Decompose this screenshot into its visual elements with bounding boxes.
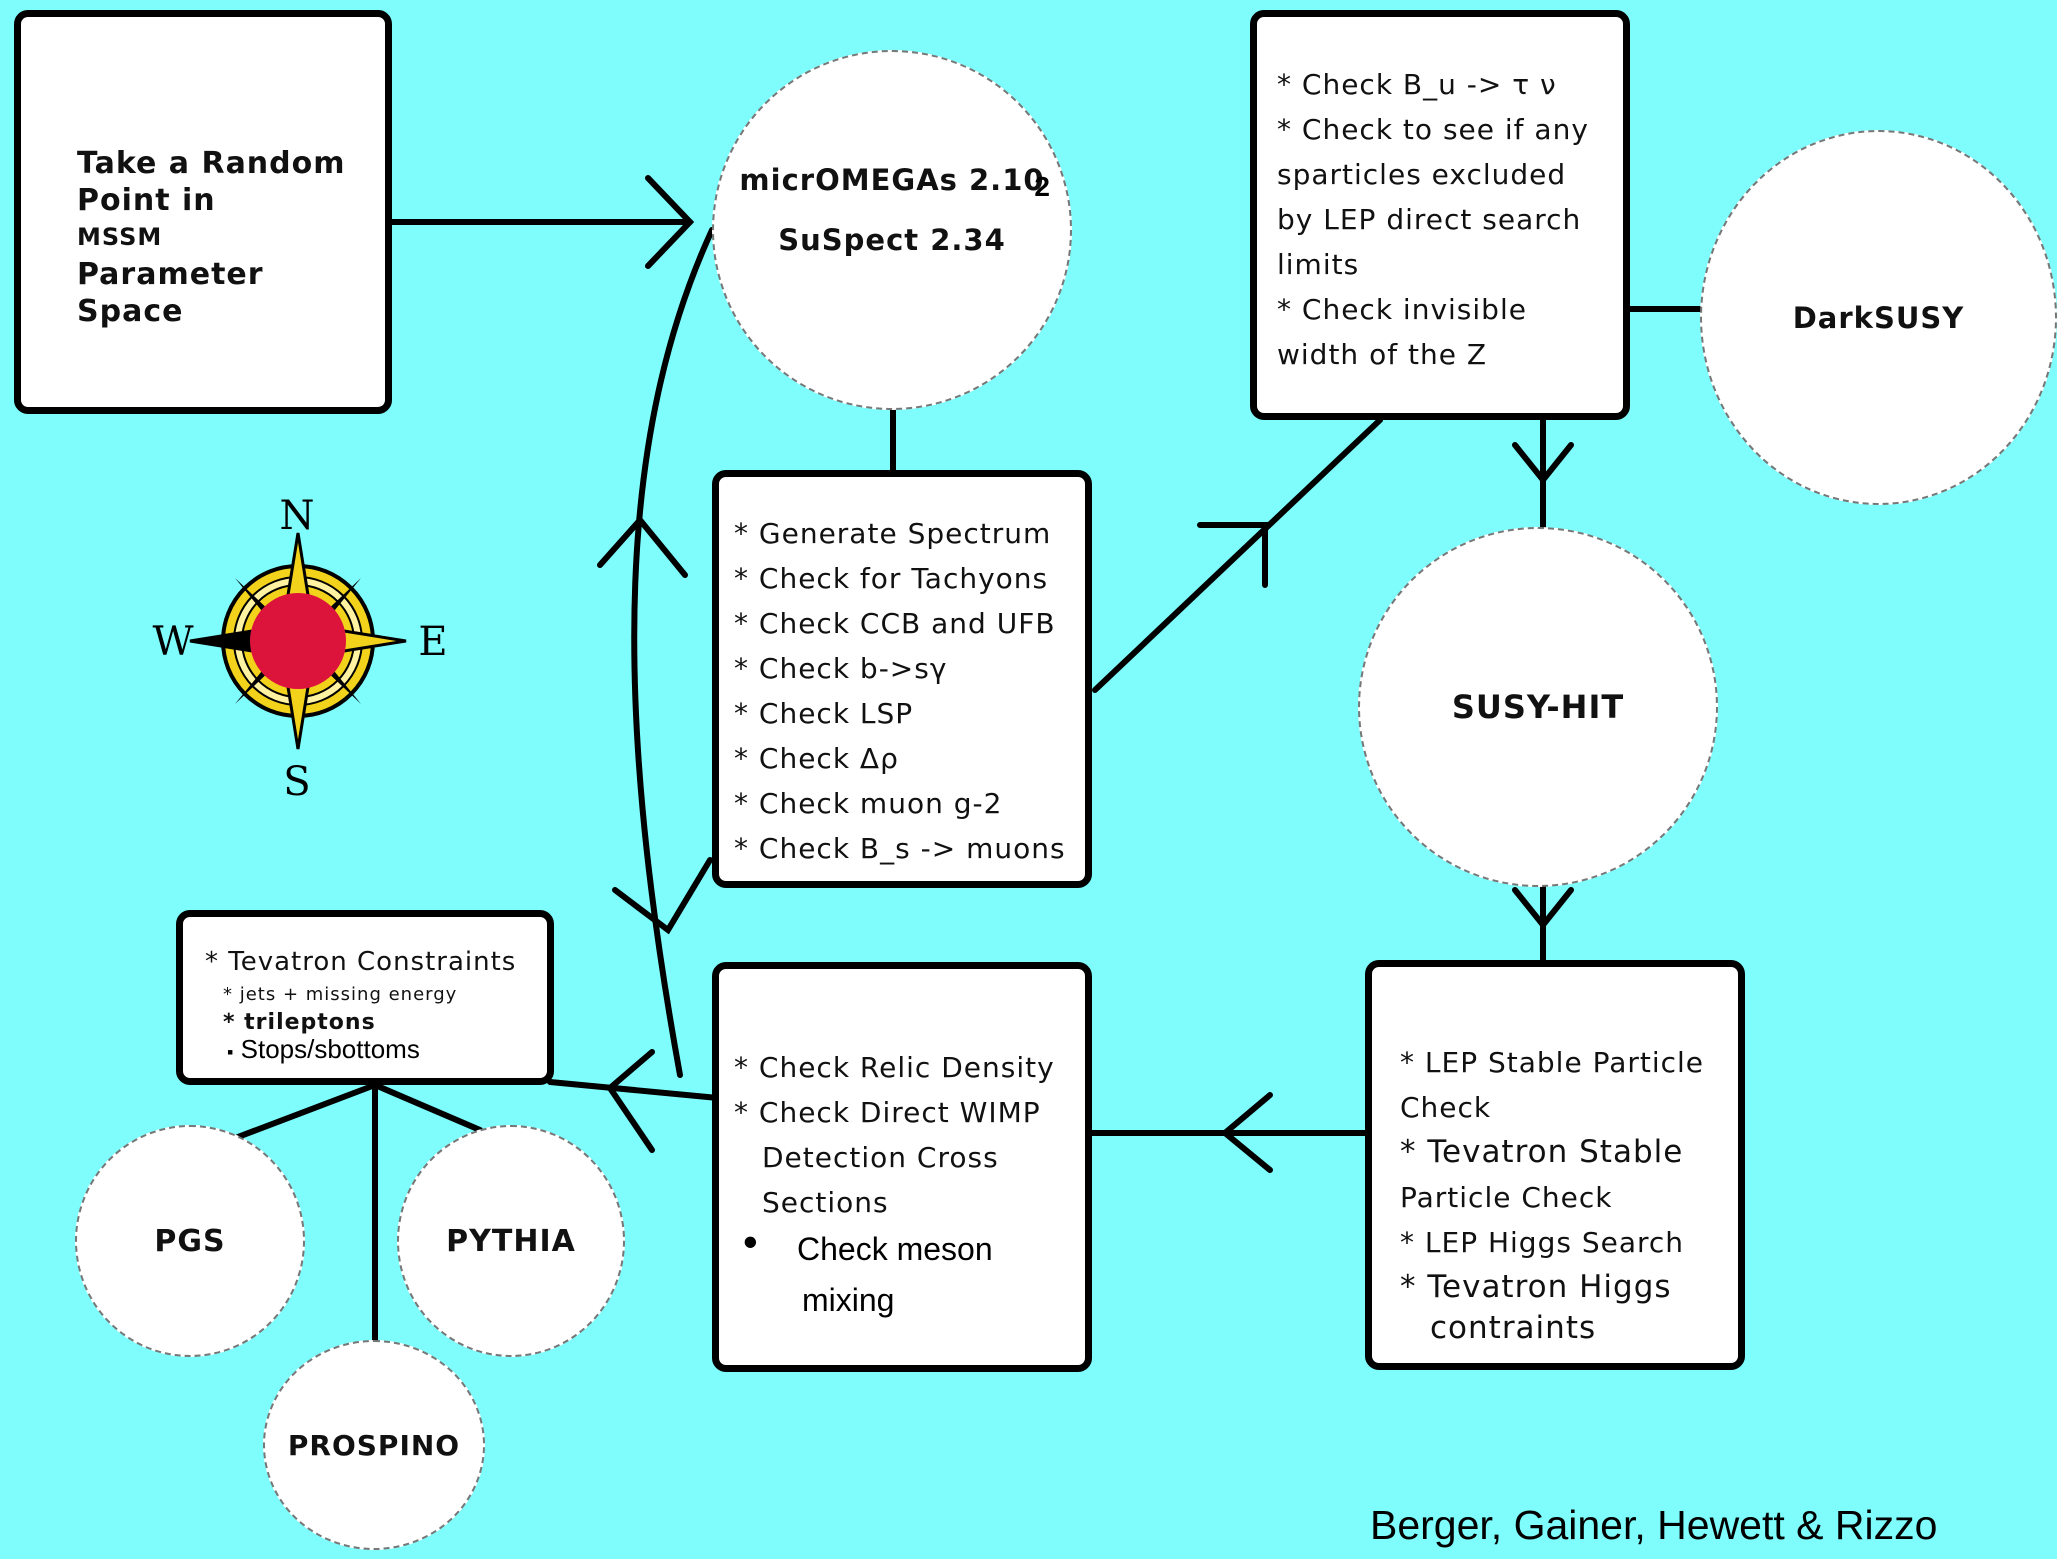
spectrum-check-item: * Generate Spectrum [734, 517, 1052, 550]
suspect-label: SuSpect 2.34 [778, 223, 1006, 257]
compass-west-label: W [152, 619, 193, 665]
loop-curve [631, 227, 715, 1078]
darksusy-label: DarkSUSY [1792, 300, 1965, 335]
relic-check-item: Sections [762, 1186, 889, 1219]
tevatron-item: * trileptons [223, 1010, 376, 1035]
start-box-line: Parameter [77, 257, 264, 292]
micromegas-node: micrOMEGAs 2.10 2 SuSpect 2.34 [712, 50, 1072, 410]
collider-check-item: Check [1400, 1091, 1492, 1124]
direct-search-item: limits [1277, 248, 1360, 281]
pythia-node: PYTHIA [397, 1125, 625, 1357]
spectrum-check-item: * Check LSP [734, 697, 914, 730]
square-bullet-icon: ▪ [227, 1042, 234, 1062]
spectrum-check-item: * Check CCB and UFB [734, 607, 1056, 640]
start-box-line: MSSM [77, 223, 163, 251]
spectrum-check-item: * Check muon g-2 [734, 787, 1003, 820]
collider-check-item: * Tevatron Stable [1400, 1134, 1684, 1170]
bullet-icon: • [743, 1218, 758, 1265]
darksusy-node: DarkSUSY [1700, 130, 2057, 505]
compass-icon [189, 532, 407, 750]
collider-check-item: * LEP Stable Particle [1400, 1046, 1705, 1079]
direct-search-item: sparticles excluded [1277, 158, 1567, 191]
line-to-pythia [372, 1082, 483, 1133]
lep-direct-search-box: * Check B_u -> τ ν * Check to see if any… [1250, 10, 1630, 420]
direct-search-item: * Check B_u -> τ ν [1277, 68, 1557, 101]
prospino-label: PROSPINO [287, 1428, 461, 1462]
start-box: Take a Random Point in MSSM Parameter Sp… [14, 10, 392, 414]
spectrum-checks-box: * Generate Spectrum * Check for Tachyons… [712, 470, 1092, 888]
author-credit: Berger, Gainer, Hewett & Rizzo [1370, 1502, 1938, 1548]
prospino-node: PROSPINO [263, 1340, 485, 1550]
compass-north-label: N [280, 493, 315, 539]
direct-search-item: by LEP direct search [1277, 203, 1582, 236]
compass-south-label: S [283, 759, 310, 805]
collider-check-item: Particle Check [1400, 1181, 1613, 1214]
collider-check-item: * LEP Higgs Search [1400, 1226, 1685, 1259]
spectrum-check-item: * Check Δρ [734, 742, 899, 775]
line-to-pgs [227, 1082, 378, 1143]
susyhit-label: SUSY-HIT [1451, 688, 1625, 726]
meson-mixing-item: mixing [802, 1282, 895, 1318]
relic-check-item: * Check Direct WIMP [734, 1096, 1041, 1129]
relic-check-item: Detection Cross [762, 1141, 999, 1174]
direct-search-item: * Check to see if any [1277, 113, 1589, 146]
arrow-spectrum-to-checks [1092, 417, 1383, 693]
collider-check-item: * Tevatron Higgs [1400, 1269, 1672, 1305]
relic-check-item: * Check Relic Density [734, 1051, 1055, 1084]
relic-density-box: * Check Relic Density * Check Direct WIM… [712, 962, 1092, 1372]
compass-rose: N S E W [152, 493, 445, 805]
arrow-relic-to-tevatron [547, 1079, 721, 1101]
pythia-label: PYTHIA [446, 1223, 576, 1259]
micromegas-superscript: 2 [1034, 171, 1051, 202]
start-box-line: Space [77, 294, 184, 329]
spectrum-check-item: * Check B_s -> muons [734, 832, 1066, 865]
spectrum-check-item: * Check for Tachyons [734, 562, 1049, 595]
tevatron-title: * Tevatron Constraints [205, 947, 517, 977]
micromegas-label: micrOMEGAs 2.10 [739, 163, 1045, 197]
pgs-node: PGS [75, 1125, 305, 1357]
meson-mixing-item: Check meson [797, 1231, 993, 1267]
collider-check-item: contraints [1430, 1310, 1597, 1346]
compass-east-label: E [418, 619, 445, 665]
spectrum-check-item: * Check b->sγ [734, 652, 948, 685]
start-box-line: Point in [77, 183, 216, 218]
tevatron-constraints-box: * Tevatron Constraints * jets + missing … [176, 910, 554, 1085]
start-box-line: Take a Random [77, 146, 346, 181]
direct-search-item: width of the Z [1277, 338, 1487, 371]
direct-search-item: * Check invisible [1277, 293, 1527, 326]
tevatron-item: * jets + missing energy [223, 984, 458, 1005]
collider-checks-box: * LEP Stable Particle Check * Tevatron S… [1365, 960, 1745, 1370]
tevatron-item: Stops/sbottoms [240, 1034, 420, 1064]
pgs-label: PGS [154, 1223, 226, 1259]
susyhit-node: SUSY-HIT [1358, 527, 1718, 887]
